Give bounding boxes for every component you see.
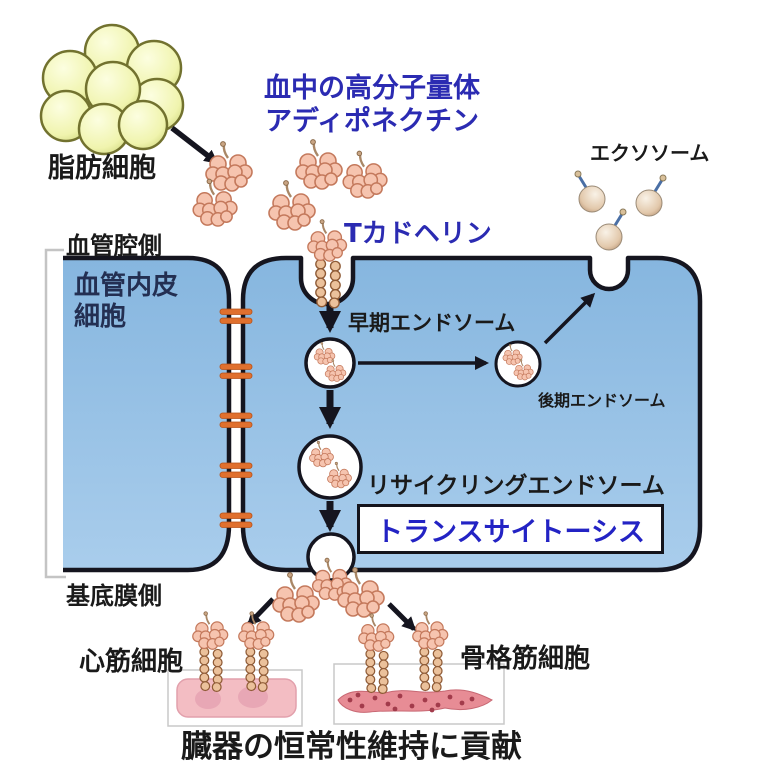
- endothelial-cell-label: 血管内皮 細胞: [74, 271, 178, 333]
- recycling-endosome-icon: [297, 434, 363, 500]
- t-cadherin-receptor-icon: [308, 220, 347, 308]
- fat-cell-label: 脂肪細胞: [48, 153, 156, 184]
- lumen-basement-bracket: [44, 248, 66, 579]
- basement-side-label: 基底膜側: [66, 582, 162, 610]
- skeletal-muscle-label: 骨格筋細胞: [460, 644, 591, 674]
- early-endosome-icon: [304, 337, 356, 389]
- secretion-arrow: [170, 125, 219, 165]
- hmw-adiponectin-title: 血中の高分子量体 アディポネクチン: [236, 72, 508, 138]
- flow-arrows: [170, 125, 596, 632]
- cardiomyocyte-box: [167, 612, 303, 727]
- late-endosome-label: 後期エンドソーム: [538, 391, 666, 410]
- transcytosis-label: トランスサイトーシス: [376, 516, 645, 548]
- cardiomyocyte-label: 心筋細胞: [79, 647, 184, 677]
- to-exosome-arrow: [543, 292, 596, 345]
- recycling-endosome-label: リサイクリングエンドソーム: [367, 473, 665, 499]
- early-endosome-label: 早期エンドソーム: [348, 311, 516, 335]
- fat-cell-icon: [39, 23, 185, 156]
- tight-junction-bars: [219, 308, 253, 528]
- endothelial-cell-line1: 血管内皮: [74, 271, 179, 301]
- late-endosome-icon: [494, 340, 542, 388]
- t-cadherin-label: Tカドヘリン: [344, 219, 492, 249]
- hmw-adiponectin-line1: 血中の高分子量体: [264, 73, 480, 104]
- endothelial-cell-line2: 細胞: [74, 302, 127, 332]
- exosome-label: エクソソーム: [590, 141, 710, 165]
- to-skeletal-muscle-arrow: [387, 602, 417, 632]
- right-endothelial-cell: [240, 255, 703, 573]
- skeletal-muscle-box: [333, 612, 505, 725]
- exocytosis-vesicle-icon: [306, 532, 356, 602]
- conclusion-label: 臓器の恒常性維持に貢献: [181, 729, 522, 765]
- transcytosis-box: トランスサイトーシス: [357, 504, 664, 554]
- left-endothelial-cell: [63, 255, 232, 573]
- lumen-side-label: 血管腔側: [66, 232, 162, 260]
- exosome-icons: [573, 169, 668, 252]
- hmw-adiponectin-line2: アディポネクチン: [264, 106, 480, 137]
